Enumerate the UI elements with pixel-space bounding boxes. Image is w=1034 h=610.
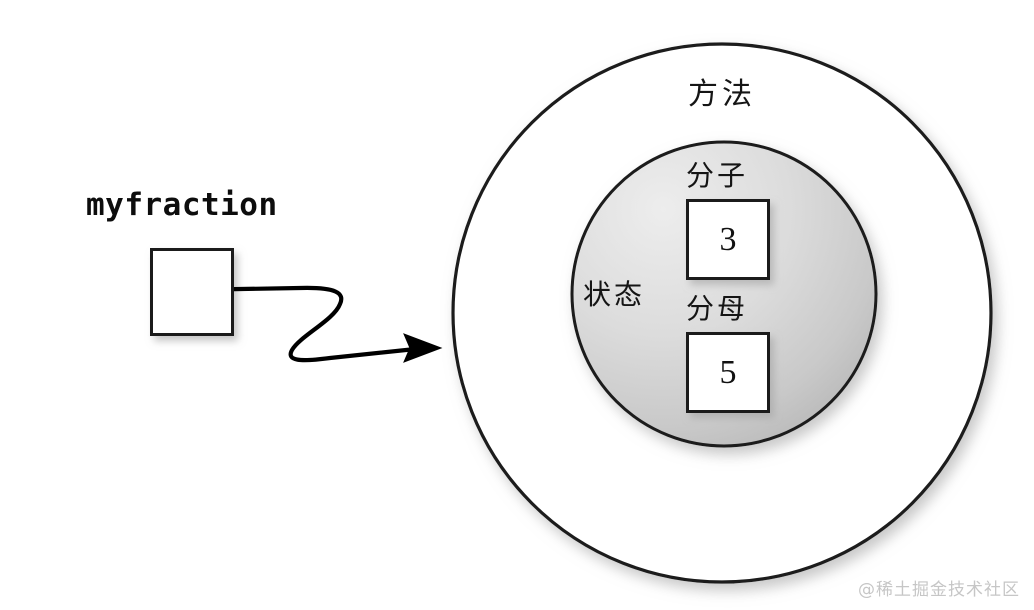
field-label-denominator: 分母 (686, 292, 749, 325)
inner-circle-state (570, 140, 878, 448)
arrowhead-icon (403, 333, 443, 363)
reference-box (150, 248, 234, 336)
reference-arrow (182, 285, 443, 363)
field-value-denominator: 5 (686, 332, 770, 413)
field-value-numerator: 3 (686, 199, 770, 280)
field-label-numerator: 分子 (686, 159, 749, 192)
outer-circle-label-methods: 方法 (688, 77, 756, 112)
variable-label: myfraction (86, 187, 278, 223)
inner-circle-label-state: 状态 (583, 278, 646, 311)
watermark: @稀土掘金技术社区 (858, 580, 1020, 600)
